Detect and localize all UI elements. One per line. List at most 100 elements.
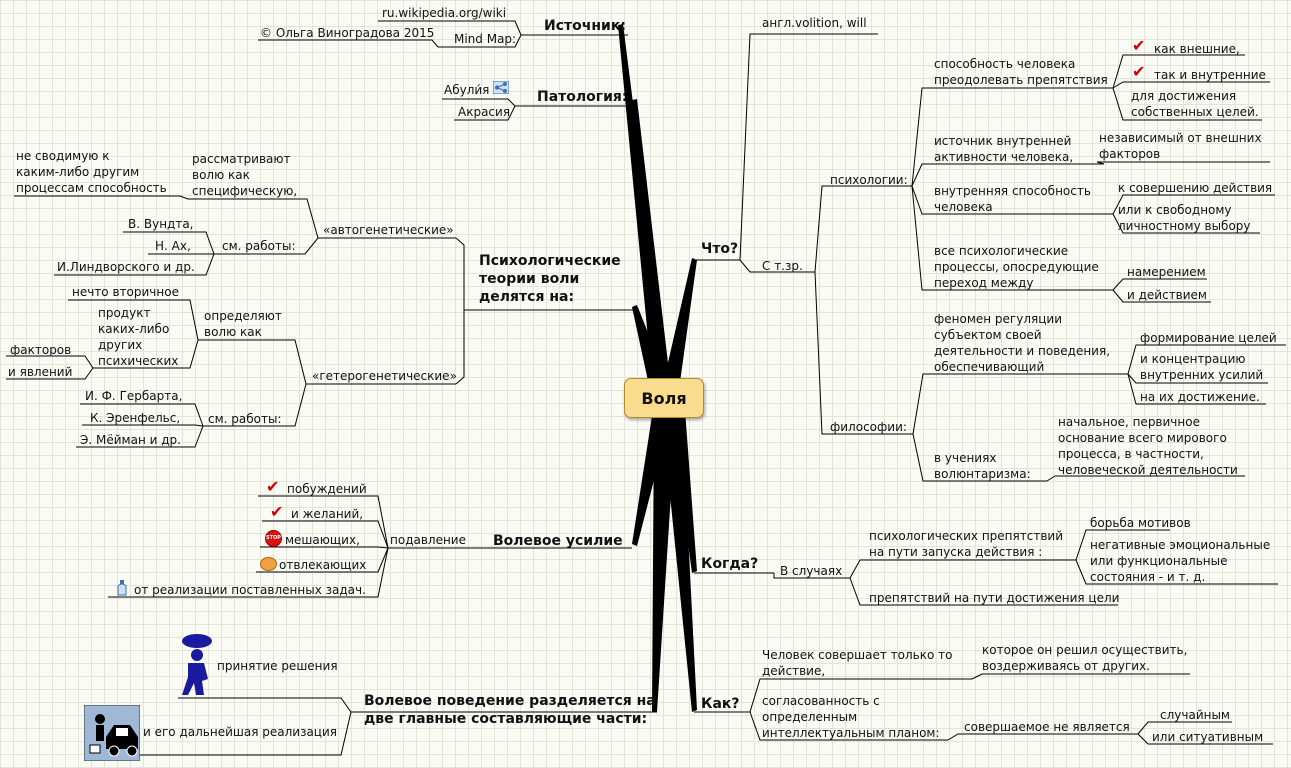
hetero-defines-1[interactable]: определяют [204,309,282,323]
hetero-defines-2[interactable]: волю как [204,325,262,339]
theories-title-line2[interactable]: теории воли [479,271,580,287]
psy-ability-2[interactable]: преодолевать препятствия [934,73,1108,87]
effort-item-desires[interactable]: и желаний, [291,507,364,521]
phil-concentration-2[interactable]: внутренних усилий [1140,368,1264,382]
psy-inner-2[interactable]: человека [934,200,993,214]
psy-independent-1[interactable]: независимый от внешних [1099,131,1262,145]
how-title[interactable]: Как? [701,696,740,712]
auto-views-2[interactable]: волю как [192,168,250,182]
auto-label[interactable]: «автогенетические» [323,223,454,237]
auto-views-3[interactable]: специфическую, [192,184,298,198]
psy-source-2[interactable]: активности человека, [934,150,1074,164]
behavior-decision[interactable]: принятие решения [217,659,338,673]
hetero-label[interactable]: «гетерогенетические» [312,369,457,383]
psy-processes-1[interactable]: все психологические [934,244,1069,258]
hetero-work-meumann[interactable]: Э. Мёйман и др. [80,433,181,447]
phil-basis-4[interactable]: человеческой деятельности [1058,463,1238,477]
psy-free-choice-1[interactable]: или к свободному [1118,203,1232,217]
when-title[interactable]: Когда? [701,556,759,572]
psy-free-choice-2[interactable]: личностному выбору [1118,219,1251,233]
effort-item-interfering[interactable]: мешающих, [285,533,360,547]
psy-inner-1[interactable]: внутренняя способность [934,184,1091,198]
psy-source-1[interactable]: источник внутренней [934,134,1072,148]
psy-goals-1[interactable]: для достижения [1131,89,1237,103]
when-goal-obstacles[interactable]: препятствий на пути достижения цели [869,591,1120,605]
source-wikipedia[interactable]: ru.wikipedia.org/wiki [382,6,507,20]
hetero-works-label[interactable]: см. работы: [208,412,282,426]
source-author[interactable]: © Ольга Виноградова 2015 [260,26,435,40]
psy-goals-2[interactable]: собственных целей. [1131,105,1259,119]
phil-phenomenon-2[interactable]: субъектом своей [934,328,1042,342]
phil-voluntarism-2[interactable]: волюнтаризма: [934,467,1031,481]
psy-ability-1[interactable]: способность человека [934,57,1076,71]
how-consistency-3[interactable]: интеллектуальным планом: [762,726,940,740]
behavior-title-line2[interactable]: две главные составляющие части: [364,711,648,727]
effort-item-realization[interactable]: от реализации поставленных задач. [134,583,366,597]
phil-voluntarism-1[interactable]: в учениях [934,451,997,465]
behavior-title-line1[interactable]: Волевое поведение разделяется на [364,693,656,709]
auto-irreducible-2[interactable]: каким-либо другим [16,165,140,179]
behavior-realization[interactable]: и его дальнейшая реализация [143,725,337,739]
when-negative-3[interactable]: состояния - и т. д. [1090,570,1206,584]
psy-external[interactable]: как внешние, [1154,42,1240,56]
hetero-secondary[interactable]: нечто вторичное [72,285,179,299]
psy-intention[interactable]: намерением [1127,265,1206,279]
philosophy-label[interactable]: философии: [830,420,907,434]
how-random[interactable]: случайным [1160,708,1230,722]
how-decided-2[interactable]: воздерживаясь от других. [982,659,1151,673]
source-mindmap[interactable]: Mind Map: [454,32,517,46]
hetero-factors[interactable]: факторов [10,343,72,357]
theories-title-line1[interactable]: Психологические [479,253,621,269]
effort-item-impulses[interactable]: побуждений [287,482,367,496]
pathology-abulia[interactable]: Абули́я [444,83,490,97]
hetero-phenomena[interactable]: и явлений [8,365,73,379]
auto-views-1[interactable]: рассматривают [192,152,291,166]
hetero-work-ehrenfels[interactable]: К. Эренфельс, [90,411,181,425]
phil-goal-forming[interactable]: формирование целей [1140,331,1277,345]
source-title[interactable]: Источник: [544,18,626,34]
psy-action[interactable]: и действием [1127,288,1207,302]
effort-title[interactable]: Волевое усилие [493,533,623,549]
psy-internal[interactable]: так и внутренние [1154,68,1266,82]
phil-phenomenon-4[interactable]: обеспечивающий [934,360,1045,374]
when-cases[interactable]: В случаях [780,564,843,578]
hetero-work-herbart[interactable]: И. Ф. Гербарта, [85,389,183,403]
hetero-product-4[interactable]: психических [98,354,179,368]
how-not-is[interactable]: совершаемое не является [964,720,1130,734]
psy-independent-2[interactable]: факторов [1099,147,1161,161]
how-performs-1[interactable]: Человек совершает только то [762,648,953,662]
effort-item-distracting[interactable]: отвлекающих [279,558,367,572]
when-start-obstacles-2[interactable]: на пути запуска действия : [869,545,1043,559]
central-topic[interactable]: Воля [624,378,704,418]
auto-irreducible-3[interactable]: процессам способность [16,181,167,195]
psychology-label[interactable]: психологии: [830,173,908,187]
psy-processes-3[interactable]: переход между [934,276,1034,290]
how-performs-2[interactable]: действие, [762,664,826,678]
auto-work-ach[interactable]: Н. Ах, [155,239,191,253]
auto-work-lindworsky[interactable]: И.Линдворского и др. [57,260,195,274]
pathology-title[interactable]: Патология: [537,89,628,105]
how-decided-1[interactable]: которое он решил осуществить, [982,643,1188,657]
auto-work-wundt[interactable]: В. Вундта, [128,217,194,231]
auto-irreducible-1[interactable]: не сводимую к [16,149,110,163]
phil-concentration-1[interactable]: и концентрацию [1140,352,1246,366]
phil-basis-3[interactable]: процесса, в частности, [1058,447,1204,461]
psy-to-action[interactable]: к совершению действия [1118,181,1273,195]
phil-basis-2[interactable]: основание всего мирового [1058,431,1227,445]
hetero-product-2[interactable]: каких-либо [98,322,170,336]
theories-title-line3[interactable]: делятся на: [479,289,575,305]
pathology-akrasia[interactable]: Акрасия [458,105,511,119]
psy-processes-2[interactable]: процессы, опосредующие [934,260,1099,274]
phil-phenomenon-3[interactable]: деятельности и поведения, [934,344,1111,358]
when-start-obstacles-1[interactable]: психологических препятствий [869,529,1063,543]
how-consistency-2[interactable]: определенным [762,710,858,724]
how-consistency-1[interactable]: согласованность с [762,694,880,708]
what-viewpoint[interactable]: С т.зр. [762,259,803,273]
what-title[interactable]: Что? [701,241,739,257]
hetero-product-1[interactable]: продукт [98,306,151,320]
phil-basis-1[interactable]: начальное, первичное [1058,415,1200,429]
phil-phenomenon-1[interactable]: феномен регуляции [934,312,1062,326]
what-english[interactable]: англ.volition, will [762,16,867,30]
hetero-product-3[interactable]: других [98,338,143,352]
phil-achievement[interactable]: на их достижение. [1140,390,1260,404]
